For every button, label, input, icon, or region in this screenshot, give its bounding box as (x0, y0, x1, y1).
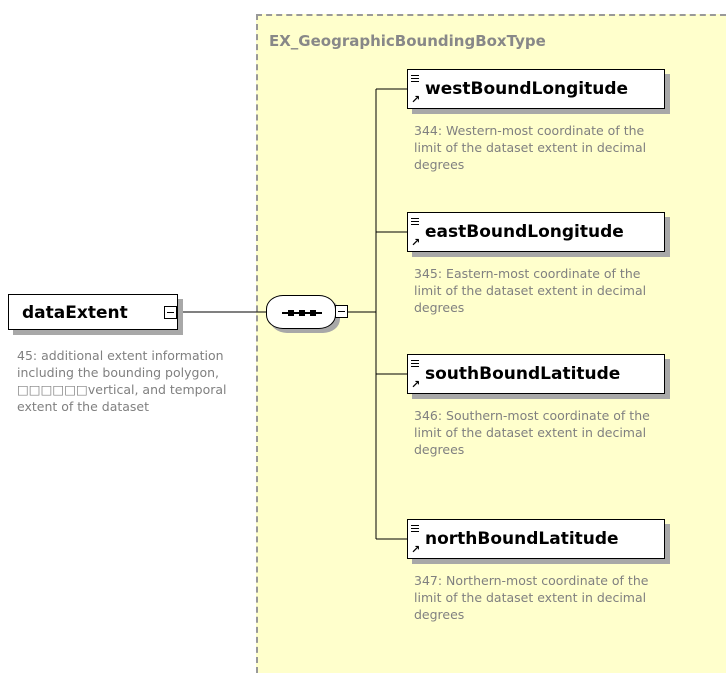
sequence-collapse-icon[interactable] (335, 305, 348, 318)
child-element-description: 347: Northern-most coordinate of the lim… (414, 573, 649, 622)
element-badge-icon: ↗ (411, 358, 421, 390)
type-panel: EX_GeographicBoundingBoxType (256, 14, 726, 673)
type-title: EX_GeographicBoundingBoxType (269, 32, 546, 50)
child-element-name: eastBoundLongitude (425, 222, 624, 242)
child-element-name: northBoundLatitude (425, 529, 619, 549)
root-element-description: 45: additional extent information includ… (17, 348, 227, 414)
element-badge-icon: ↗ (411, 73, 421, 105)
sequence-compositor[interactable] (266, 295, 336, 329)
child-element-description: 345: Eastern-most coordinate of the limi… (414, 266, 647, 315)
sequence-icon (282, 310, 322, 316)
collapse-icon[interactable] (164, 306, 177, 319)
child-element-east[interactable]: ↗ eastBoundLongitude (407, 212, 665, 252)
element-badge-icon: ↗ (411, 216, 421, 248)
child-element-name: southBoundLatitude (425, 364, 621, 384)
element-badge-icon: ↗ (411, 523, 421, 555)
child-element-description: 344: Western-most coordinate of the limi… (414, 123, 647, 172)
child-element-description: 346: Southern-most coordinate of the lim… (414, 408, 650, 457)
root-element-box[interactable]: dataExtent (8, 294, 178, 330)
child-element-south[interactable]: ↗ southBoundLatitude (407, 354, 665, 394)
child-element-north[interactable]: ↗ northBoundLatitude (407, 519, 665, 559)
child-element-name: westBoundLongitude (425, 79, 629, 99)
child-element-west[interactable]: ↗ westBoundLongitude (407, 69, 665, 109)
root-element-name: dataExtent (22, 303, 128, 323)
